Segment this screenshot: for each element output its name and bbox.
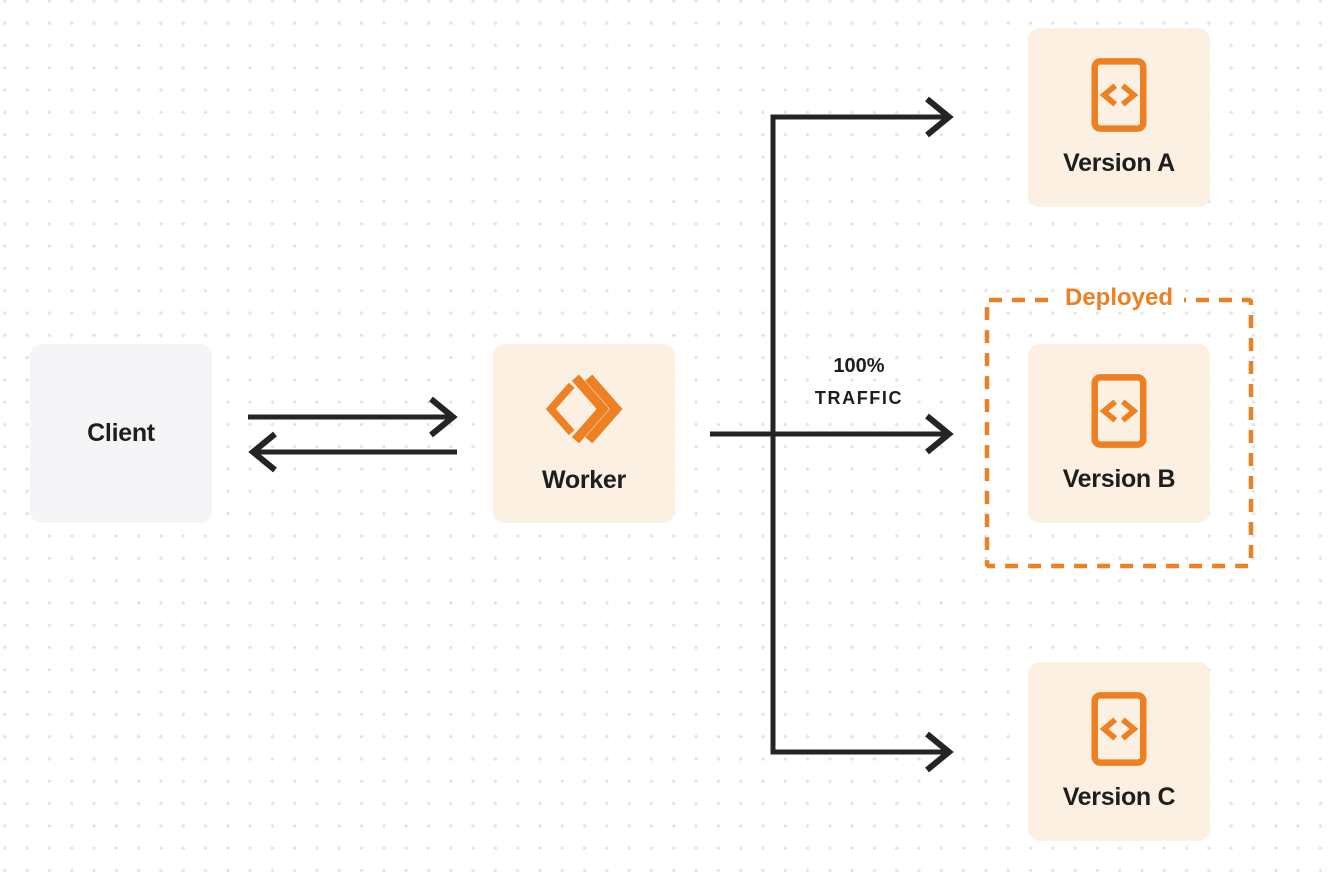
version-c-node: Version C	[1028, 662, 1210, 841]
arrowhead-left-icon	[248, 431, 277, 473]
arrowhead-right-icon	[925, 413, 954, 455]
deployed-dashed-border	[984, 297, 1254, 569]
traffic-word: TRAFFIC	[814, 388, 904, 408]
deployed-group: Deployed	[984, 284, 1254, 569]
version-a-label: Version A	[1063, 149, 1175, 177]
version-a-node: Version A	[1028, 28, 1210, 207]
version-b-label: Version B	[1062, 465, 1176, 493]
client-node: Client	[30, 344, 212, 523]
arrowhead-right-icon	[925, 731, 954, 773]
code-file-icon	[1091, 374, 1147, 448]
arrowhead-right-icon	[925, 96, 954, 138]
code-file-icon	[1091, 692, 1147, 766]
arrowhead-right-icon	[429, 396, 458, 438]
deployed-label: Deployed	[1053, 284, 1185, 312]
traffic-percent: 100%	[833, 355, 885, 377]
traffic-label: 100% TRAFFIC	[790, 350, 928, 414]
code-file-icon	[1091, 58, 1147, 132]
worker-node: Worker	[493, 344, 675, 523]
version-b-node: Version B	[1028, 344, 1210, 523]
worker-label: Worker	[542, 466, 626, 494]
version-c-label: Version C	[1062, 783, 1176, 811]
client-label: Client	[87, 419, 155, 447]
workers-double-chevron-icon	[545, 374, 623, 444]
